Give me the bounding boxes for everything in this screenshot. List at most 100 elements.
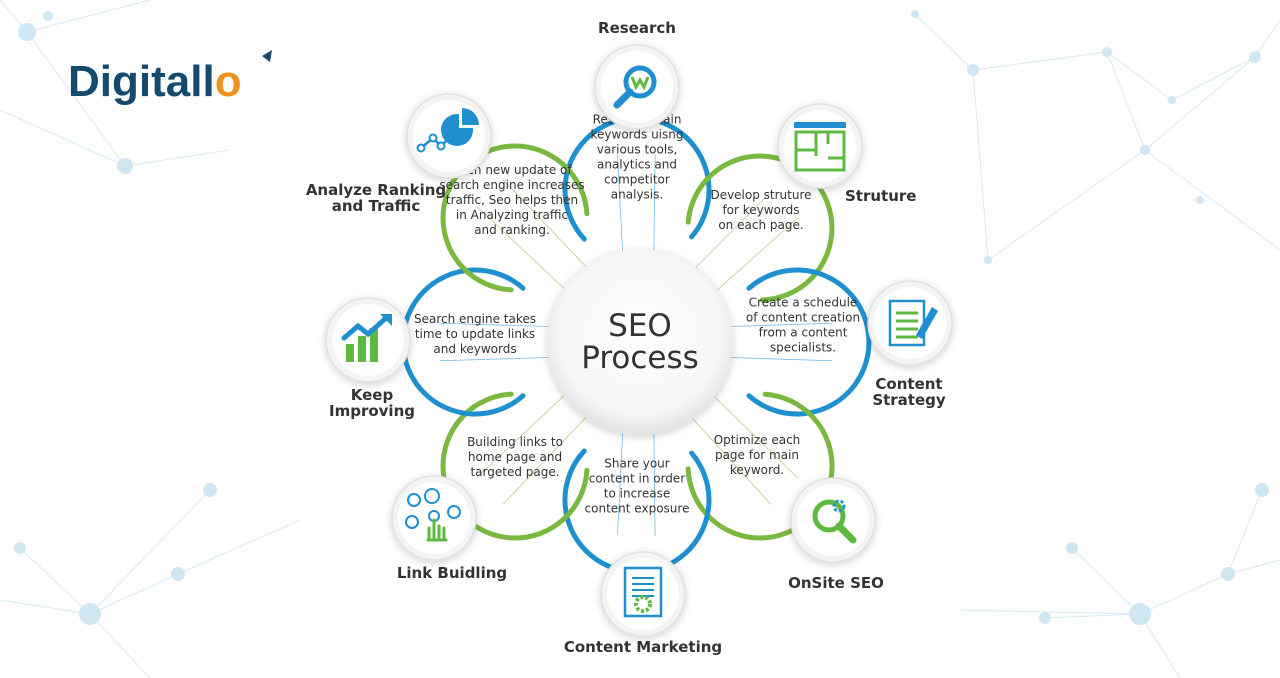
network-node xyxy=(43,11,53,21)
rocket-icon xyxy=(262,50,272,62)
growth-chart-icon xyxy=(325,297,411,383)
description-line: keyword. xyxy=(730,463,784,477)
description-line: for keywords xyxy=(722,203,799,217)
description-line: on each page. xyxy=(718,218,803,232)
description-line: Create a schedule xyxy=(749,296,858,310)
network-node xyxy=(1102,47,1112,57)
step-title: OnSite SEO xyxy=(788,574,884,592)
title-line: Link Buidling xyxy=(397,564,507,582)
title-line: Strategy xyxy=(872,391,946,409)
description-line: keywords uisng xyxy=(591,128,684,142)
description-line: analytics and xyxy=(597,158,677,172)
description-line: Share your xyxy=(604,457,669,471)
title-line: Struture xyxy=(845,187,916,205)
description-line: page for main xyxy=(715,448,799,462)
network-line xyxy=(89,489,211,615)
document-pen-icon xyxy=(867,280,953,366)
network-line xyxy=(89,573,179,615)
network-node xyxy=(1039,612,1051,624)
center-title-line2: Process xyxy=(581,340,699,376)
network-line xyxy=(1227,489,1263,575)
network-line xyxy=(1144,56,1256,151)
description-line: analysis. xyxy=(611,188,663,202)
network-line xyxy=(19,547,91,615)
network-line xyxy=(124,149,231,167)
description-line: in Analyzing traffic xyxy=(456,208,568,222)
title-line: Improving xyxy=(329,402,415,420)
description-line: content exposure xyxy=(585,502,690,516)
description-line: time to update links xyxy=(415,327,535,341)
title-line: Keep xyxy=(351,386,394,404)
description-line: and ranking. xyxy=(474,223,550,237)
network-node xyxy=(911,10,919,18)
network-line xyxy=(987,149,1146,261)
description-line: home page and xyxy=(468,450,562,464)
network-line xyxy=(914,13,974,71)
description-line: to increase xyxy=(604,487,670,501)
network-line xyxy=(0,599,91,615)
step-title: Content Marketing xyxy=(564,638,722,656)
network-line xyxy=(972,69,989,261)
network-line xyxy=(1254,19,1280,58)
description-line: Optimize each xyxy=(714,433,801,447)
description-line: traffic, Seo helps then xyxy=(446,193,578,207)
description-line: targeted page. xyxy=(470,465,559,479)
description-line: competitor xyxy=(604,173,670,187)
description-line: search engine increases xyxy=(439,178,584,192)
description-line: content in order xyxy=(589,472,686,486)
logo-accent-letter: o xyxy=(215,57,242,106)
title-line: Research xyxy=(598,19,676,37)
network-node xyxy=(1140,145,1150,155)
title-line: Analyze Ranking xyxy=(306,181,446,199)
network-line xyxy=(177,519,301,575)
network-node xyxy=(1255,483,1269,497)
network-line xyxy=(972,51,1108,71)
network-node xyxy=(14,542,26,554)
description-line: of content creation xyxy=(746,311,860,325)
magnifier-icon xyxy=(594,44,680,130)
network-node xyxy=(79,603,101,625)
network-line xyxy=(1044,613,1141,619)
network-line xyxy=(1227,559,1280,575)
description-line: Each new update of xyxy=(452,163,572,177)
network-node xyxy=(1196,196,1204,204)
network-line xyxy=(1144,149,1280,251)
network-line xyxy=(1139,573,1229,615)
network-line xyxy=(26,31,126,167)
network-node xyxy=(984,256,992,264)
document-gear-icon xyxy=(600,551,686,637)
network-node xyxy=(1066,542,1078,554)
step-title: Research xyxy=(598,19,676,37)
network-node xyxy=(1168,96,1176,104)
network-node xyxy=(1221,567,1235,581)
floor-plan-icon xyxy=(777,103,863,189)
logo-mark: Digitallo xyxy=(68,50,272,106)
network-line xyxy=(0,109,126,167)
step-title: Link Buidling xyxy=(397,564,507,582)
network-line xyxy=(1106,51,1146,151)
step-title: Struture xyxy=(845,187,916,205)
network-node xyxy=(203,483,217,497)
title-line: and Traffic xyxy=(332,197,420,215)
description-line: Search engine takes xyxy=(414,312,536,326)
network-node xyxy=(1129,603,1151,625)
description-line: from a content xyxy=(759,326,848,340)
brand-logo: Digitallo xyxy=(66,50,296,106)
network-node xyxy=(18,23,36,41)
